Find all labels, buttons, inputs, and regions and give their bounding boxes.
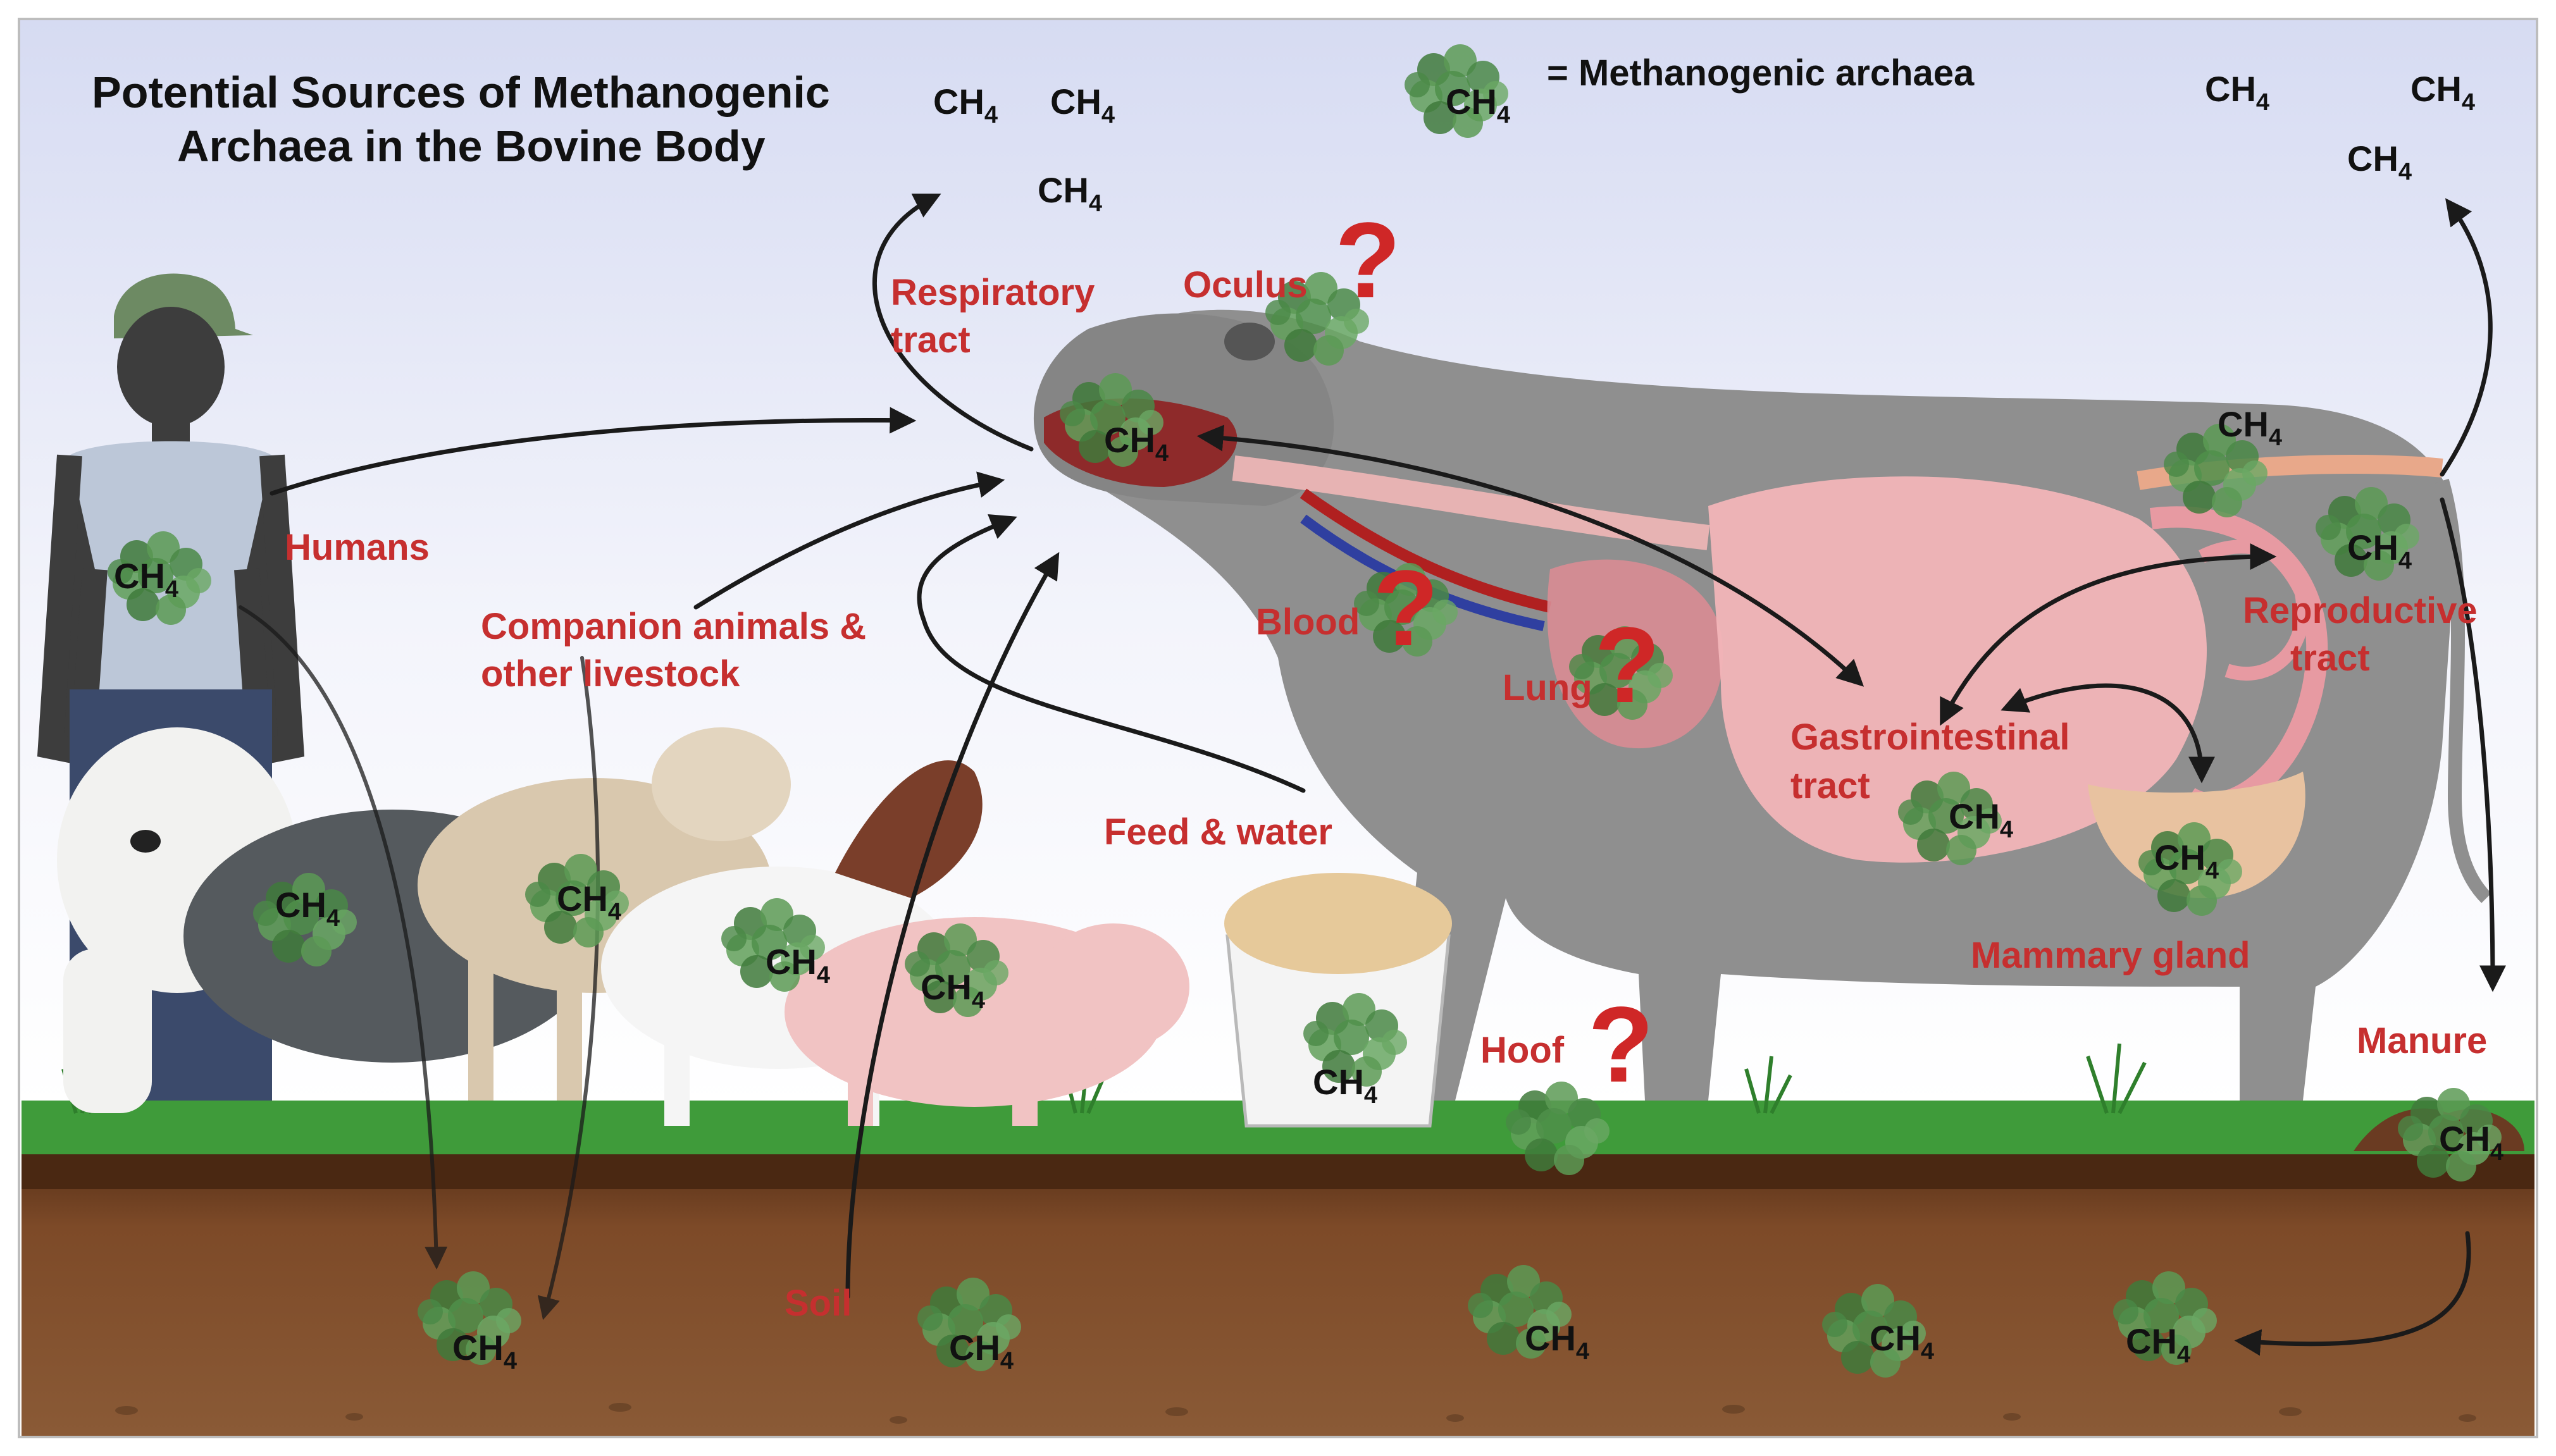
title-line-2: Archaea in the Bovine Body (177, 121, 766, 171)
ch4-sheep: CH4 (557, 879, 621, 925)
ch4-top-right-3: CH4 (2347, 139, 2412, 185)
arrows (239, 194, 2506, 1356)
label-hoof: Hoof (1480, 1030, 1565, 1071)
arrow-respiratory-out (872, 194, 1034, 452)
ch4-soil-4: CH4 (1870, 1318, 1934, 1365)
ch4-soil-5: CH4 (2126, 1321, 2190, 1368)
ch4-rectum: CH4 (2218, 404, 2282, 451)
ch4-top-3: CH4 (1038, 170, 1102, 217)
ch4-goat: CH4 (766, 942, 830, 989)
ch4-soil-2: CH4 (949, 1328, 1014, 1374)
arrow-feed-to-cow (917, 514, 1306, 793)
arrow-sheep-to-soil (537, 656, 600, 1320)
label-gi-1: Gastrointestinal (1790, 717, 2070, 758)
label-mammary: Mammary gland (1971, 935, 2250, 976)
ch4-top-2: CH4 (1050, 82, 1115, 128)
label-companion-2: other livestock (481, 653, 740, 694)
topsoil-band (22, 1151, 2534, 1189)
label-gi-2: tract (1790, 765, 1870, 806)
soil-pebbles (115, 1403, 2476, 1424)
label-manure: Manure (2357, 1020, 2487, 1061)
label-soil: Soil (785, 1283, 852, 1324)
ch4-soil-1: CH4 (452, 1328, 517, 1374)
label-respiratory-2: tract (891, 319, 971, 361)
ch4-soil-3: CH4 (1525, 1318, 1589, 1365)
label-reproductive-1: Reproductive (2243, 590, 2478, 631)
arrow-reproductive-out (2440, 198, 2493, 477)
ch4-humans: CH4 (114, 556, 178, 603)
arrow-human-to-soil (239, 605, 448, 1270)
title-line-1: Potential Sources of Methanogenic (92, 68, 830, 117)
label-companion-1: Companion animals & (481, 606, 866, 647)
arrow-soil-to-cow (845, 552, 1060, 1299)
question-hoof: ? (1588, 985, 1654, 1105)
label-respiratory-1: Respiratory (891, 272, 1095, 313)
legend-text: = Methanogenic archaea (1547, 52, 1975, 94)
ch4-top-1: CH4 (933, 82, 998, 128)
ch4-mammary: CH4 (2154, 837, 2219, 884)
ch4-feed: CH4 (1313, 1062, 1377, 1109)
arrow-cow-to-manure (2440, 497, 2506, 992)
question-blood: ? (1373, 548, 1439, 669)
ch4-dog: CH4 (275, 885, 340, 932)
label-lung: Lung (1503, 667, 1592, 708)
label-blood: Blood (1256, 602, 1360, 643)
question-oculus: ? (1335, 201, 1401, 321)
arrow-gi-reproductive (1940, 543, 2277, 726)
arrow-gi-mammary (2001, 683, 2215, 784)
ch4-top-right-1: CH4 (2205, 69, 2269, 116)
ch4-legend: CH4 (1446, 82, 1510, 128)
arrow-companion-to-cow (693, 471, 1005, 610)
cow-eye (1224, 323, 1275, 361)
human-head (117, 307, 225, 427)
ch4-pig: CH4 (921, 967, 985, 1014)
label-humans: Humans (285, 527, 430, 568)
ch4-reproductive: CH4 (2347, 527, 2412, 574)
arrow-manure-to-soil (2234, 1231, 2471, 1356)
ch4-gi: CH4 (1949, 796, 2013, 843)
ch4-manure: CH4 (2439, 1119, 2503, 1166)
arrow-mouth-gi (1196, 424, 1864, 687)
label-oculus: Oculus (1183, 264, 1308, 305)
label-reproductive-2: tract (2290, 638, 2370, 679)
arrow-humans-to-cow (270, 407, 917, 496)
frame-border (18, 18, 2538, 1438)
ch4-respiratory: CH4 (1104, 420, 1169, 467)
question-lung: ? (1594, 605, 1660, 725)
label-feed-water: Feed & water (1104, 811, 1332, 853)
ch4-top-right-2: CH4 (2410, 69, 2475, 116)
